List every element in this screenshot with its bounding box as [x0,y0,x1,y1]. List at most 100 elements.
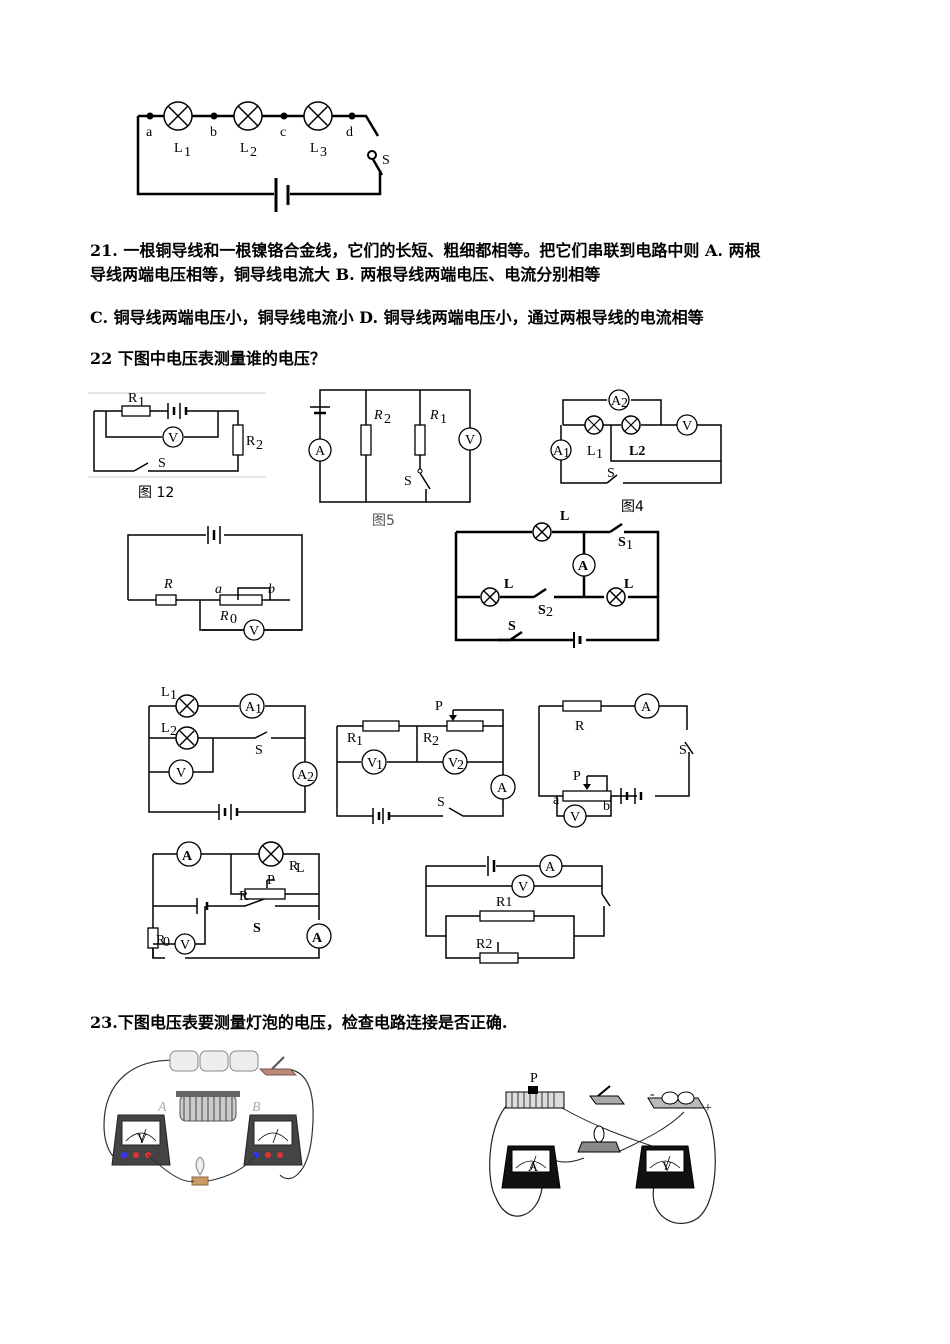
svg-text:0: 0 [163,935,170,950]
svg-text:R: R [156,933,166,948]
battery-cell [229,1050,259,1072]
svg-text:2: 2 [250,145,257,160]
resistor-r1 [479,910,535,922]
svg-text:L: L [587,444,596,459]
svg-text:b: b [268,582,275,597]
figure-b2: A V R1 R2 [425,854,611,964]
q22-title: 22 下图中电压表测量谁的电压？ [90,349,326,368]
ammeter-a2 [306,923,332,949]
voltmeter-v1 [361,749,387,775]
svg-text:c: c [280,125,286,140]
ammeter [490,774,516,800]
svg-text:L: L [161,685,170,700]
svg-text:A: A [297,768,308,783]
svg-text:A: A [315,444,326,459]
svg-text:A: A [611,394,622,409]
ammeter-a2 [292,761,318,787]
voltmeter [676,414,698,436]
svg-text:0: 0 [230,612,237,627]
svg-text:V: V [662,1160,672,1175]
svg-text:P: P [267,873,275,888]
voltmeter [563,804,587,828]
svg-text:1: 1 [626,538,633,553]
svg-text:P: P [435,699,443,714]
ammeter [308,438,332,462]
svg-text:L: L [161,721,170,736]
svg-text:S: S [253,921,261,936]
svg-text:L: L [296,861,305,876]
svg-text:1: 1 [170,688,177,703]
svg-text:R: R [347,731,357,746]
svg-text:S: S [538,603,546,618]
apparatus-photo-2: P - + A V [489,1071,716,1224]
svg-text:V: V [465,433,475,448]
svg-text:P: P [530,1071,538,1086]
svg-text:S: S [508,619,516,634]
ammeter-a1 [550,439,572,461]
svg-text:A: A [497,781,508,796]
svg-text:b: b [210,125,217,140]
voltmeter [458,427,482,451]
svg-text:L: L [624,577,633,592]
svg-text:S: S [607,466,615,481]
svg-text:V: V [367,756,377,771]
svg-text:图4: 图4 [621,499,644,515]
svg-text:L: L [240,141,249,156]
svg-text:V: V [176,766,186,781]
svg-text:1: 1 [356,734,363,749]
svg-text:2: 2 [307,770,314,785]
resistor-r1 [362,720,400,732]
svg-text:2: 2 [457,758,464,773]
svg-text:S: S [437,795,445,810]
bulb [195,1156,205,1176]
svg-text:R: R [575,719,585,734]
q21-line2: 导线两端电压相等，铜导线电流大 B. 两根导线两端电压、电流分别相等 [90,265,601,284]
ammeter [539,854,563,878]
svg-text:P: P [573,769,581,784]
voltmeter [168,759,194,785]
resistor-r1 [414,424,426,456]
resistor-r1 [121,405,151,417]
svg-text:R: R [373,408,383,423]
svg-text:1: 1 [184,145,191,160]
svg-text:-: - [650,1087,655,1102]
svg-text:a: a [553,793,560,808]
svg-text:V: V [448,756,458,771]
ammeter-a1 [239,693,265,719]
rheostat-r [244,888,286,900]
svg-text:V: V [180,938,190,953]
svg-text:R1: R1 [496,895,512,910]
svg-text:1: 1 [376,758,383,773]
svg-text:2: 2 [621,396,628,411]
svg-text:1: 1 [255,702,262,717]
rheostat-r0 [219,594,263,606]
svg-text:+: + [704,1101,712,1116]
battery-cell [169,1050,199,1072]
svg-text:V: V [682,419,692,434]
svg-text:S: S [404,474,412,489]
svg-text:S: S [158,456,166,471]
figure-b1: A V A RL P R S R0 [147,841,332,959]
svg-text:A: A [312,931,323,946]
svg-text:L: L [174,141,183,156]
rheostat [505,1091,565,1109]
svg-text:2: 2 [170,724,177,739]
voltmeter [162,426,184,448]
q23-title: 23.下图电压表要测量灯泡的电压，检查电路连接是否正确. [90,1013,508,1032]
rheostat-r2 [446,720,484,732]
svg-text:R: R [289,859,299,874]
svg-text:V: V [168,431,178,446]
ammeter [572,553,596,577]
svg-text:V: V [137,1132,147,1147]
svg-text:2: 2 [432,734,439,749]
svg-text:1: 1 [138,395,145,410]
svg-text:a: a [146,125,153,140]
ammeter-a1 [176,841,202,867]
svg-text:R2: R2 [476,937,492,952]
